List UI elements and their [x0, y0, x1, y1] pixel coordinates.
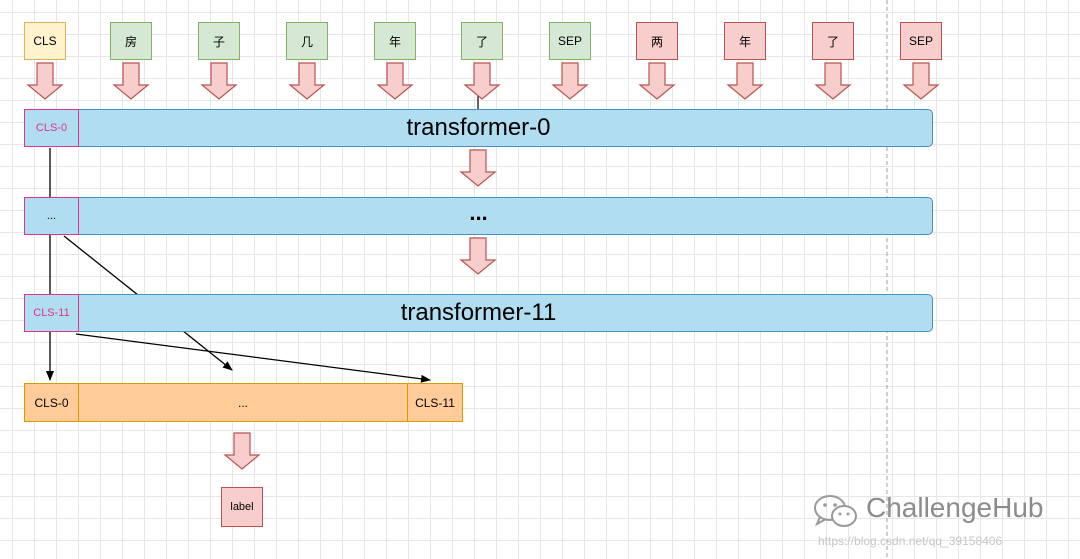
- input-token-8: 年: [724, 22, 766, 60]
- watermark-brand: ChallengeHub: [866, 492, 1044, 523]
- token-down-arrow-10: [902, 62, 940, 100]
- layer-title: transformer-11: [400, 299, 557, 326]
- transformer-layer-11: transformer-11 CLS-11: [24, 294, 933, 332]
- token-down-arrow-7: [638, 62, 676, 100]
- input-token-9: 了: [812, 22, 854, 60]
- wechat-icon: [814, 495, 857, 527]
- cls-cell-11: CLS-11: [24, 294, 79, 332]
- token-down-arrow-8: [726, 62, 764, 100]
- layer-down-arrow-0: [459, 149, 497, 187]
- output-label-box: label: [221, 487, 263, 527]
- input-token-5: 了: [461, 22, 503, 60]
- token-down-arrow-0: [26, 62, 64, 100]
- watermark: ChallengeHub https://blog.csdn.net/qq_39…: [810, 484, 1072, 556]
- token-down-arrow-9: [814, 62, 852, 100]
- input-token-0: CLS: [24, 22, 66, 60]
- input-token-6: SEP: [549, 22, 591, 60]
- token-down-arrow-3: [288, 62, 326, 100]
- transformer-layer-middle: ... ...: [24, 197, 933, 235]
- concat-last: CLS-11: [415, 395, 455, 410]
- concat-to-label-arrow: [223, 432, 261, 470]
- layer-down-arrow-1: [459, 237, 497, 275]
- watermark-url: https://blog.csdn.net/qq_39158406: [818, 534, 1003, 548]
- layer-title: transformer-0: [406, 114, 551, 141]
- cls-cell-middle: ...: [24, 197, 79, 235]
- layer-title: ...: [469, 200, 488, 225]
- input-token-2: 子: [198, 22, 240, 60]
- token-down-arrow-2: [200, 62, 238, 100]
- token-down-arrow-1: [112, 62, 150, 100]
- concat-first: CLS-0: [25, 384, 79, 421]
- transformer-layer-0: transformer-0 CLS-0: [24, 109, 933, 147]
- input-token-4: 年: [374, 22, 416, 60]
- cls-cell-0: CLS-0: [24, 109, 79, 147]
- input-token-3: 几: [286, 22, 328, 60]
- input-token-7: 两: [636, 22, 678, 60]
- input-token-10: SEP: [900, 22, 942, 60]
- concat-middle: ...: [79, 384, 408, 421]
- token-down-arrow-5: [463, 62, 501, 100]
- token-down-arrow-6: [551, 62, 589, 100]
- token-down-arrow-4: [376, 62, 414, 100]
- input-token-1: 房: [110, 22, 152, 60]
- cls11-to-concat-arrow: [75, 333, 431, 383]
- concat-cls-vector: CLS-0 ... CLS-11: [24, 383, 463, 422]
